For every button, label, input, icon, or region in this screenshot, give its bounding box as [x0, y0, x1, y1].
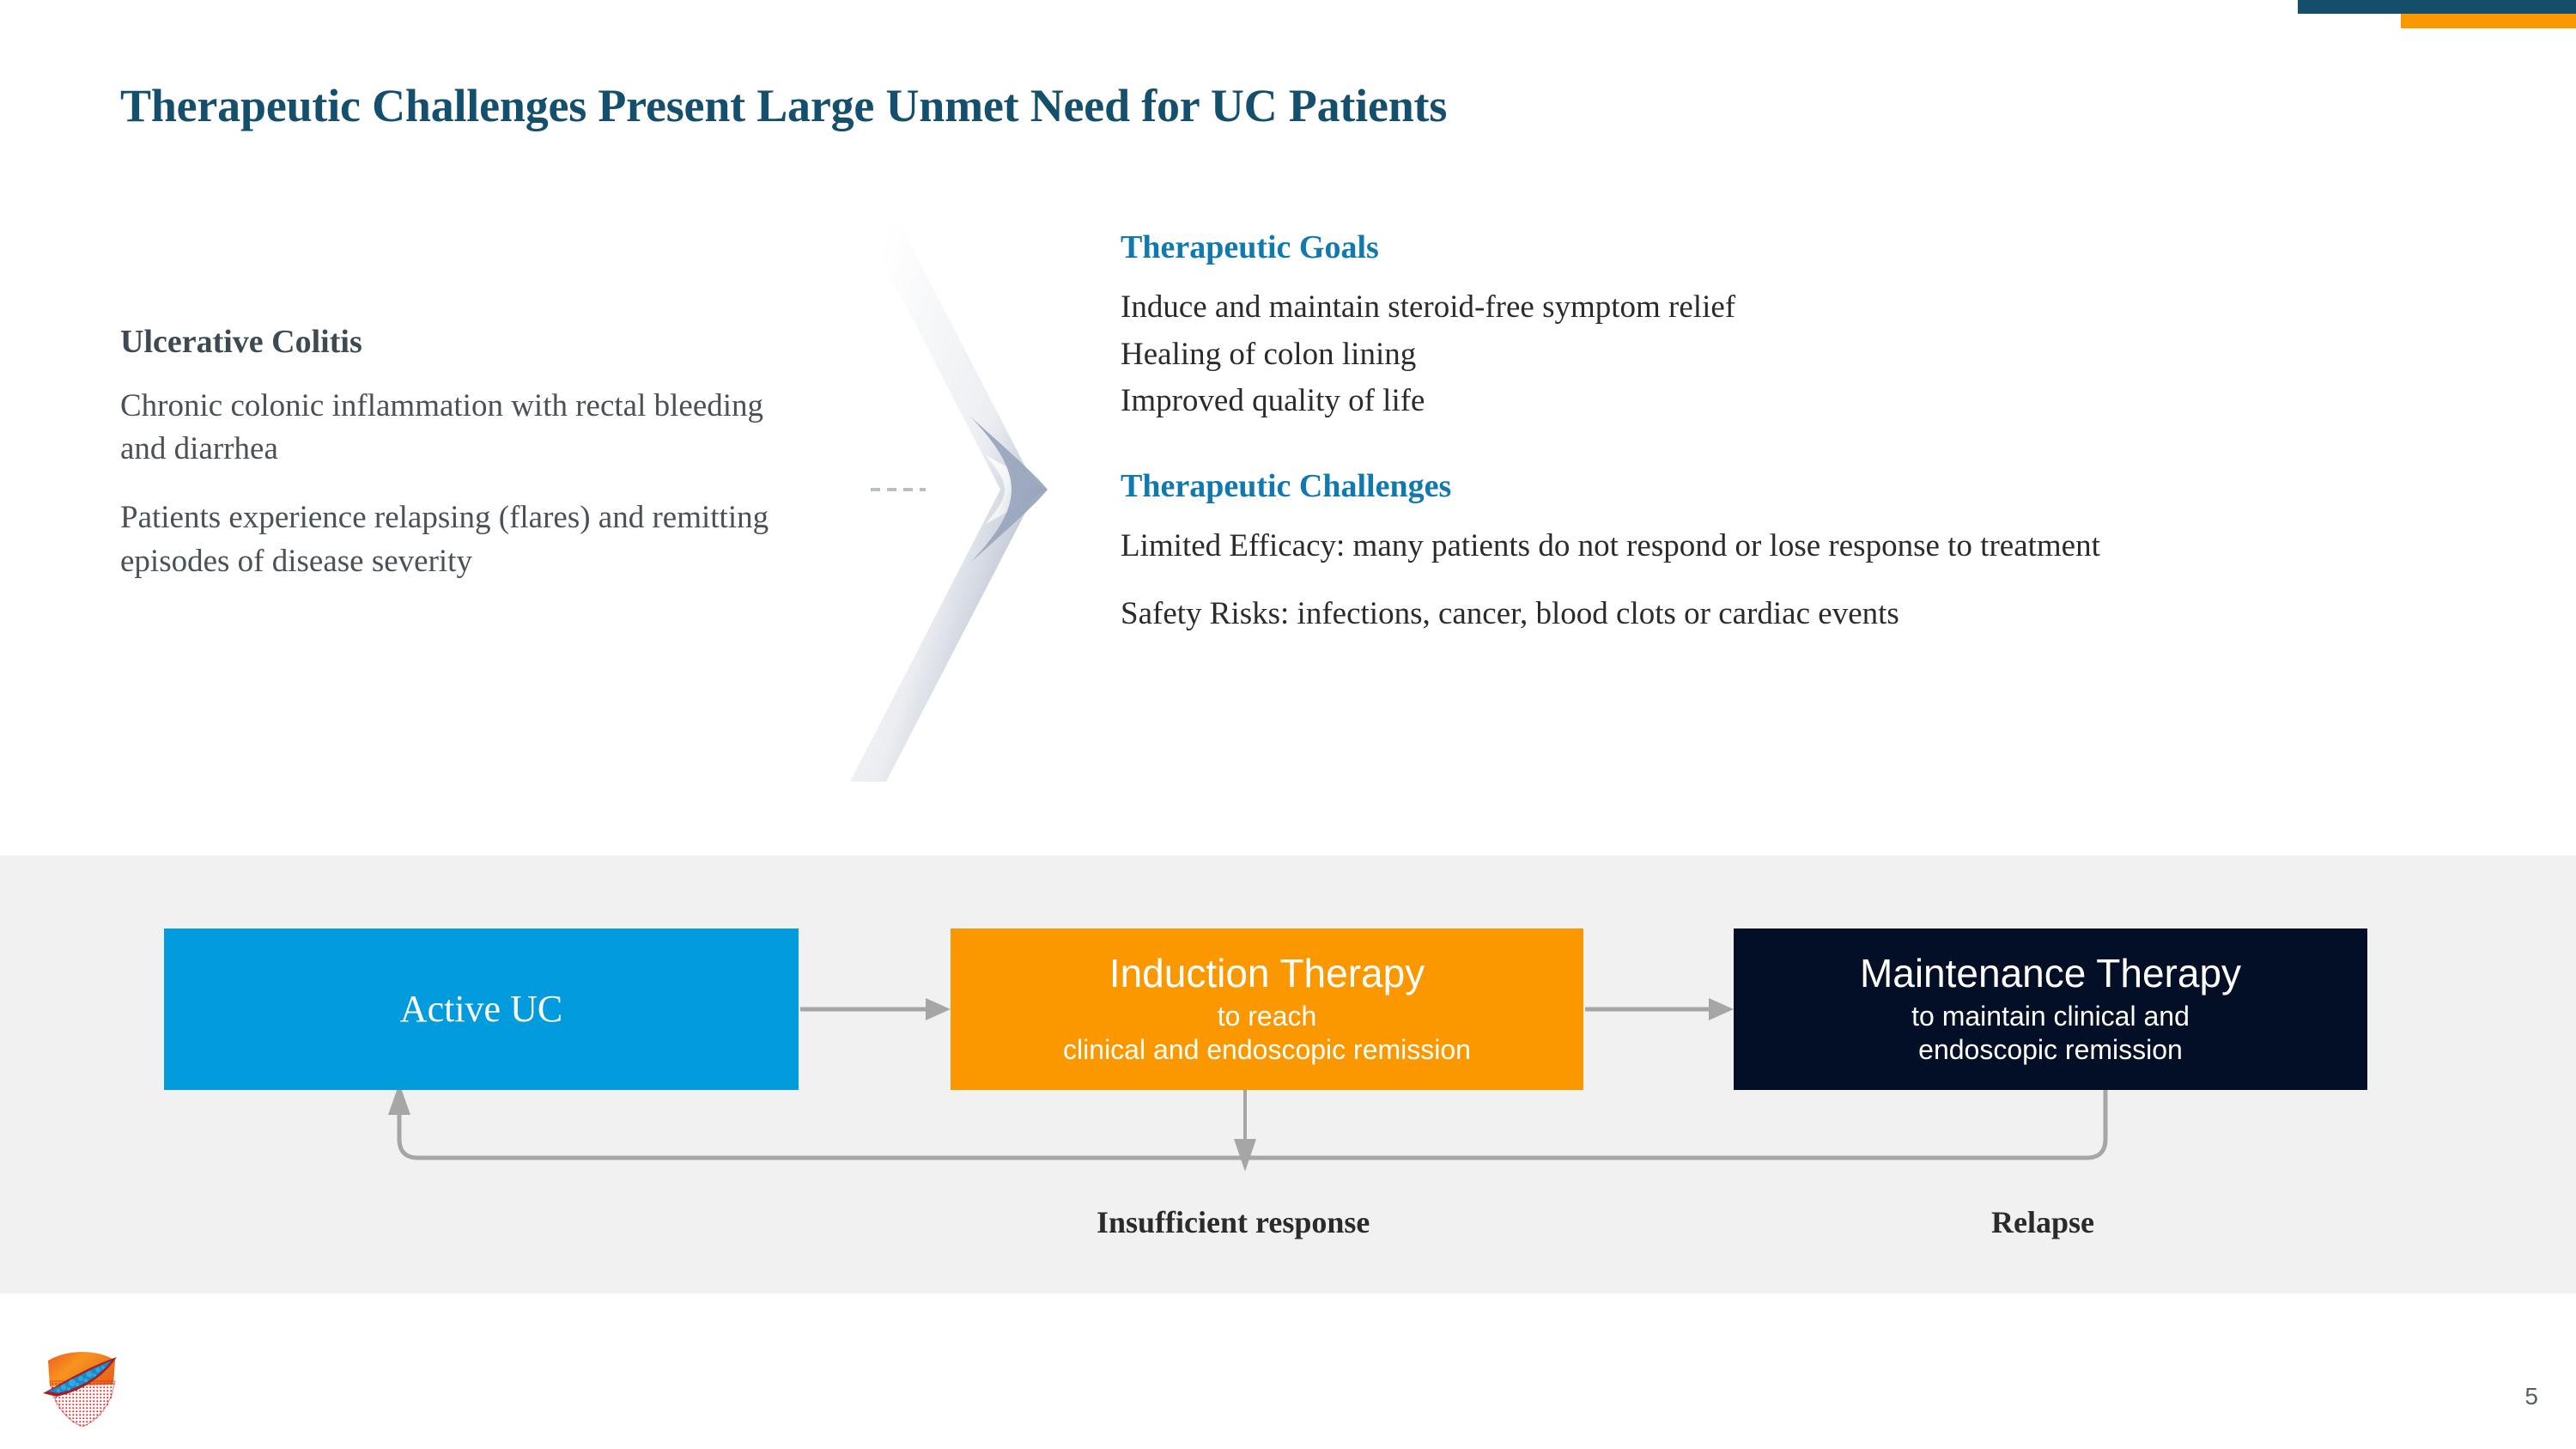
right-column: Therapeutic Goals Induce and maintain st…: [1121, 229, 2529, 641]
flow-box-active-uc-title: Active UC: [399, 987, 563, 1030]
page-title: Therapeutic Challenges Present Large Unm…: [120, 80, 1448, 131]
flow-box-maintenance-therapy-subtitle-line-2: endoscopic remission: [1918, 1034, 2183, 1066]
flow-box-active-uc[interactable]: Active UC: [164, 928, 799, 1090]
therapeutic-goal-item-3: Improved quality of life: [1121, 383, 1425, 419]
therapeutic-goals-heading: Therapeutic Goals: [1121, 229, 1379, 265]
flow-box-maintenance-therapy[interactable]: Maintenance Therapy to maintain clinical…: [1734, 928, 2367, 1090]
left-column-paragraph-1: Chronic colonic inflammation with rectal…: [120, 387, 764, 467]
therapeutic-goal-item-1: Induce and maintain steroid-free symptom…: [1121, 289, 1736, 325]
therapeutic-goal-item-2: Healing of colon lining: [1121, 336, 1417, 372]
therapeutic-challenge-item-1: Limited Efficacy: many patients do not r…: [1121, 528, 2100, 564]
flow-box-induction-therapy-title: Induction Therapy: [1109, 950, 1425, 995]
loop-label-relapse: Relapse: [1991, 1205, 2094, 1239]
flow-box-induction-therapy-subtitle-line-1: to reach: [1217, 1001, 1317, 1032]
left-column-heading: Ulcerative Colitis: [120, 324, 362, 360]
therapeutic-challenges-heading: Therapeutic Challenges: [1121, 468, 1452, 505]
chevron-arrow-graphic: [841, 198, 1082, 782]
dashed-connector-line: [871, 488, 926, 491]
section-spacer: [1121, 428, 2529, 469]
therapeutic-challenge-item-2: Safety Risks: infections, cancer, blood …: [1121, 595, 1899, 631]
loop-label-insufficient-response: Insufficient response: [1097, 1205, 1370, 1239]
left-column-paragraph-2: Patients experience relapsing (flares) a…: [120, 500, 769, 579]
decorative-bar-teal: [2298, 0, 2576, 14]
page-number: 5: [2524, 1383, 2538, 1409]
flow-box-induction-therapy[interactable]: Induction Therapy to reach clinical and …: [951, 928, 1583, 1090]
company-logo-icon: [38, 1342, 127, 1431]
flow-box-induction-therapy-subtitle-line-2: clinical and endoscopic remission: [1063, 1034, 1471, 1066]
decorative-bar-orange: [2401, 14, 2576, 28]
left-column: Ulcerative Colitis Chronic colonic infla…: [120, 324, 799, 583]
flow-box-maintenance-therapy-title: Maintenance Therapy: [1859, 950, 2242, 995]
flow-box-maintenance-therapy-subtitle-line-1: to maintain clinical and: [1911, 1001, 2190, 1032]
